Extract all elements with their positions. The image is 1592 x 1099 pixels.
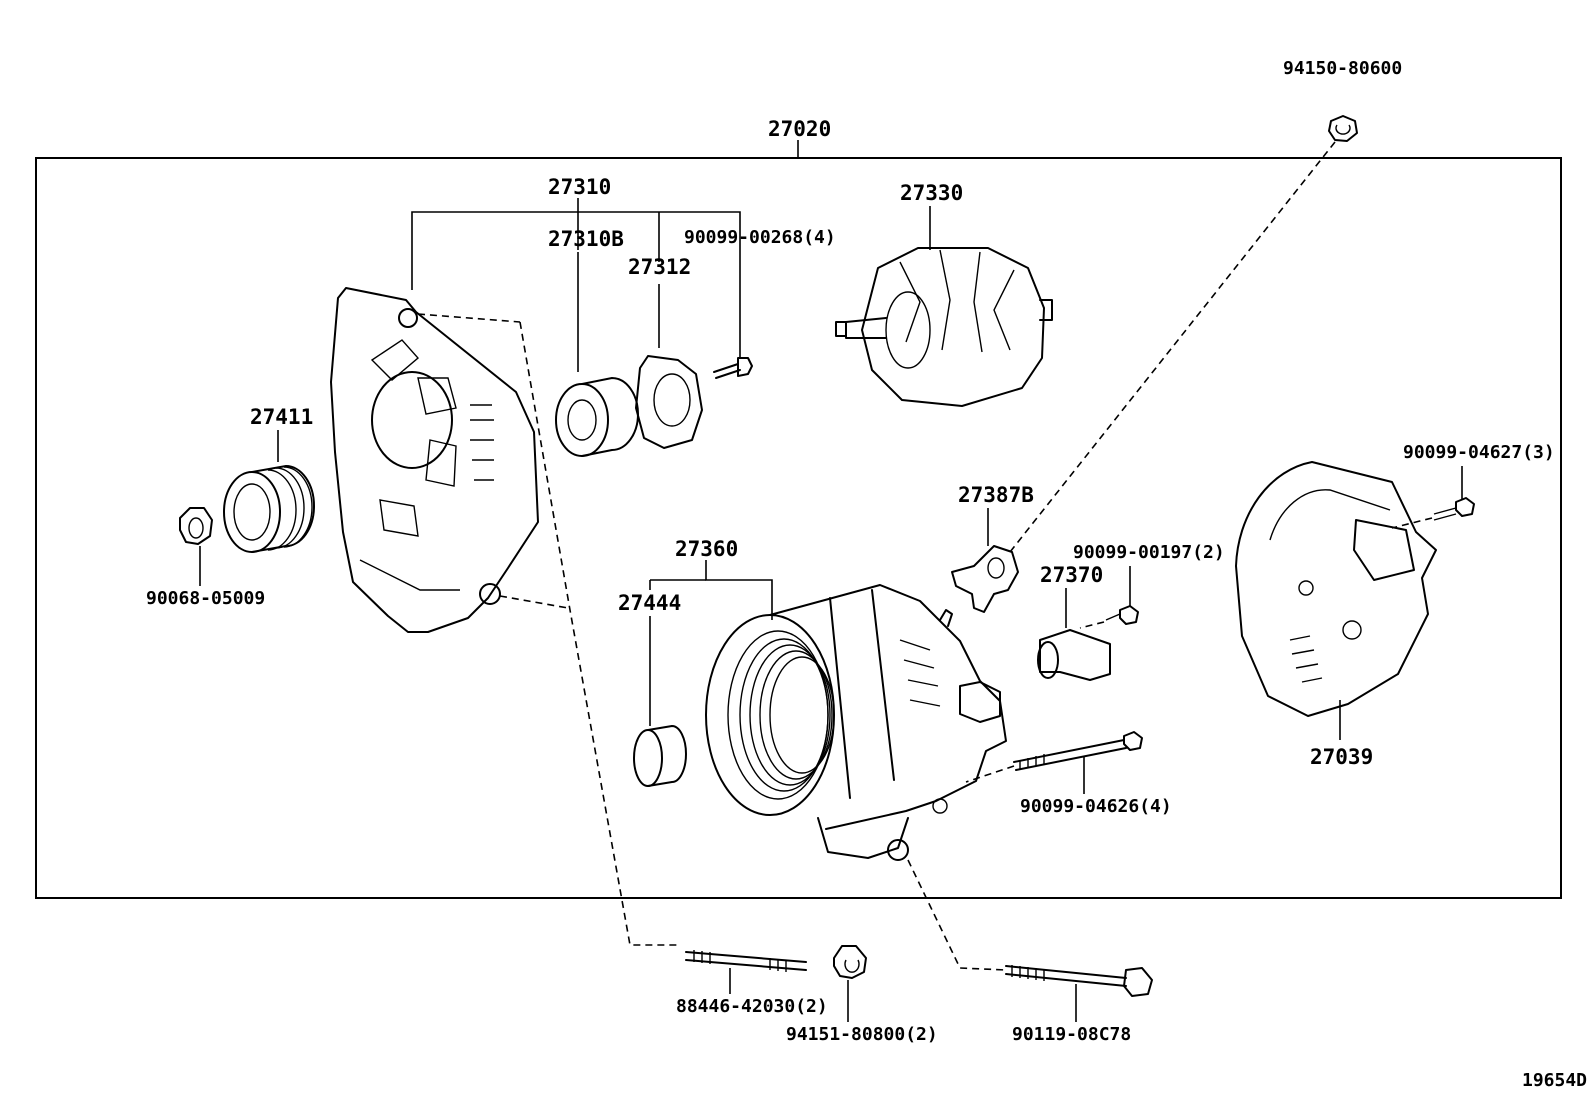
label-27330: 27330 <box>900 181 963 205</box>
label-27370: 27370 <box>1040 563 1103 587</box>
label-27310B: 27310B <box>548 227 624 251</box>
rectifier-end-frame-27360 <box>705 584 1007 861</box>
label-90119-08C78: 90119-08C78 <box>1012 1024 1131 1045</box>
bolt-90099-04626 <box>1013 731 1143 771</box>
insulator-27387B <box>951 545 1019 613</box>
brush-holder-27370 <box>1037 629 1111 681</box>
screw-90099-00197 <box>1105 605 1139 625</box>
label-27312: 27312 <box>628 255 691 279</box>
nut-94151-80800 <box>833 945 867 979</box>
label-94150-80600: 94150-80600 <box>1283 58 1402 79</box>
label-94151-80800: 94151-80800(2) <box>786 1024 938 1045</box>
drive-end-frame-27310 <box>330 287 539 633</box>
bushing-27444 <box>633 725 687 787</box>
rear-cover-27039 <box>1235 461 1437 717</box>
label-90099-00197: 90099-00197(2) <box>1073 542 1225 563</box>
nut-90068-05009 <box>179 507 213 545</box>
label-27411: 27411 <box>250 405 313 429</box>
screw-90099-00268 <box>713 357 753 379</box>
label-27310: 27310 <box>548 175 611 199</box>
label-90099-04627: 90099-04627(3) <box>1403 442 1555 463</box>
label-27020: 27020 <box>768 117 831 141</box>
label-27387B: 27387B <box>958 483 1034 507</box>
drawing-number: 19654D <box>1522 1070 1587 1091</box>
bolt-90119-08C78 <box>1005 965 1153 997</box>
label-90068-05009: 90068-05009 <box>146 588 265 609</box>
label-27039: 27039 <box>1310 745 1373 769</box>
bearing-27310B <box>555 377 639 457</box>
retainer-plate-27312 <box>635 355 703 449</box>
label-27444: 27444 <box>618 591 681 615</box>
stud-88446-42030 <box>685 950 807 972</box>
pulley-27411 <box>223 465 315 553</box>
bolt-90099-04627 <box>1433 497 1475 521</box>
rotor-27330 <box>835 247 1053 407</box>
label-90099-00268: 90099-00268(4) <box>684 227 836 248</box>
label-88446-42030: 88446-42030(2) <box>676 996 828 1017</box>
label-27360: 27360 <box>675 537 738 561</box>
nut-94150-80600 <box>1328 115 1358 142</box>
label-90099-04626: 90099-04626(4) <box>1020 796 1172 817</box>
